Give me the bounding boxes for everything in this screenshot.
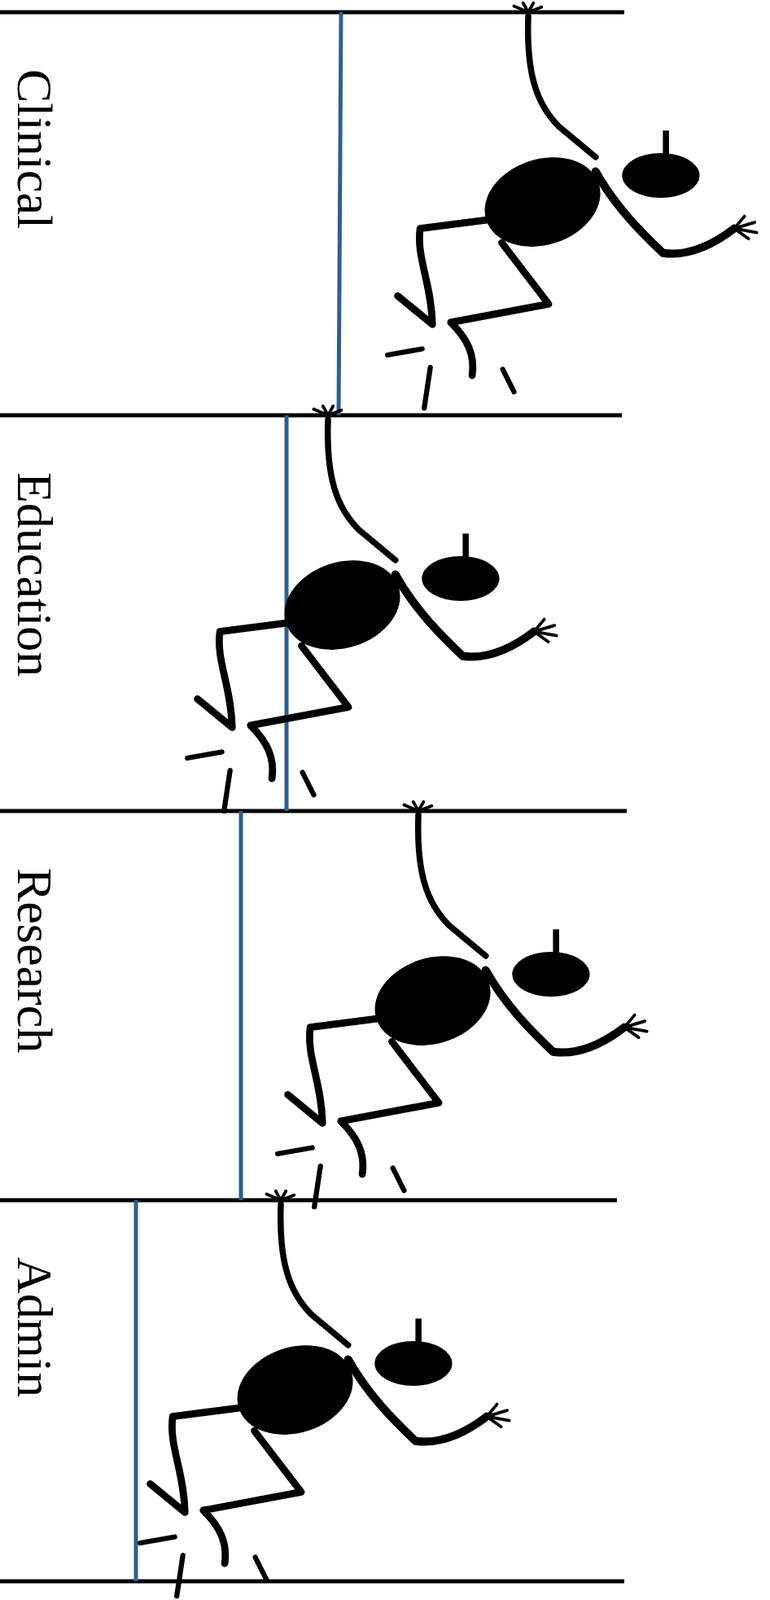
- role-band: Research: [0, 810, 625, 1200]
- band-label: Admin: [9, 1256, 61, 1397]
- band-label: Clinical: [9, 69, 61, 229]
- band-label: Education: [9, 472, 61, 677]
- role-band: Admin: [0, 1199, 625, 1581]
- role-band: Education: [0, 415, 625, 811]
- role-band: Clinical: [0, 12, 625, 416]
- band-label: Research: [9, 867, 61, 1053]
